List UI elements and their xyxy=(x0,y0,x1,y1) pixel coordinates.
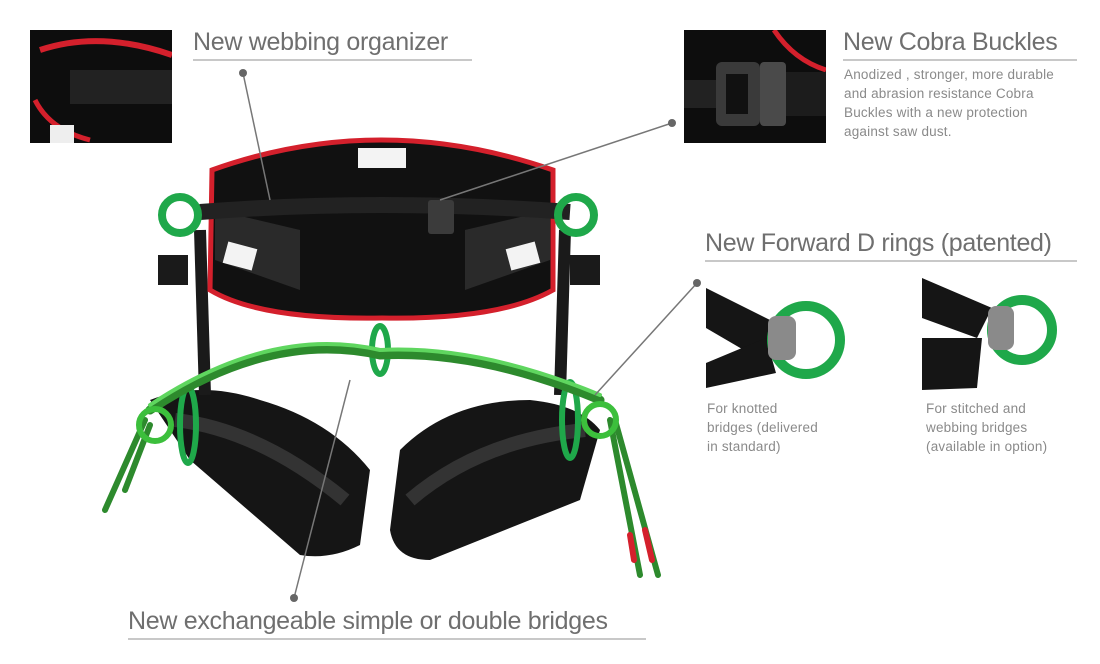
webbing-organizer-photo xyxy=(30,30,172,143)
knotted-d-ring-photo xyxy=(706,278,845,388)
leader-dot xyxy=(239,69,247,77)
d-rings-title: New Forward D rings (patented) xyxy=(705,229,1077,262)
cobra-buckles-description: Anodized , stronger, more durable and ab… xyxy=(844,67,1054,139)
leader-dot xyxy=(693,279,701,287)
leader-lines xyxy=(242,72,698,599)
leader-dot xyxy=(290,594,298,602)
right-leg-loop xyxy=(390,400,600,560)
rope-bridge xyxy=(102,342,661,578)
cobra-buckles-title: New Cobra Buckles xyxy=(843,28,1077,61)
waist-belt xyxy=(199,137,571,321)
bridges-title: New exchangeable simple or double bridge… xyxy=(128,607,646,640)
stitched-d-ring-caption: For stitched and webbing bridges (availa… xyxy=(926,401,1048,454)
leader-dot xyxy=(668,119,676,127)
webbing-organizer-title: New webbing organizer xyxy=(193,28,472,61)
cobra-buckle-photo xyxy=(684,30,826,143)
stitched-d-ring-photo xyxy=(922,278,1062,390)
knotted-d-ring-caption: For knotted bridges (delivered in standa… xyxy=(707,401,818,454)
